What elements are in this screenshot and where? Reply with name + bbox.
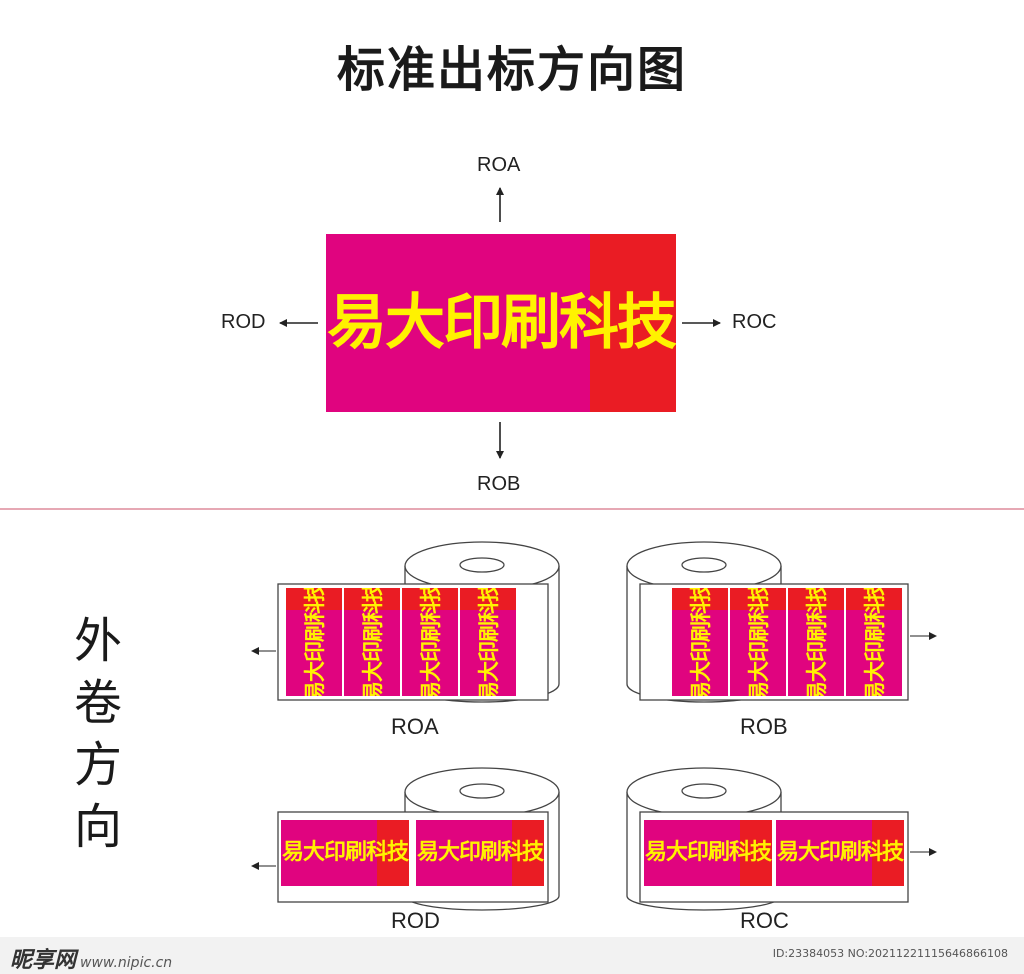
roll-rob-label: 易大印刷科技: [730, 588, 786, 696]
watermark-site: www.nipic.cn: [80, 955, 173, 971]
sample-label-text: 易大印刷科技: [327, 288, 676, 358]
side-title-char: 向: [73, 799, 122, 855]
watermark-id: ID:23384053 NO:20211221115646866108: [772, 947, 1008, 960]
direction-label-roc: ROC: [732, 311, 777, 333]
roll-caption-rob: ROB: [740, 714, 788, 739]
side-title-char: 外: [73, 613, 122, 669]
direction-label-rod: ROD: [221, 311, 266, 333]
section-divider: [0, 508, 1024, 510]
roll-rod-label: 易大印刷科技: [416, 820, 544, 886]
roll-roc-label: 易大印刷科技: [644, 820, 772, 886]
roll-rod-label: 易大印刷科技: [281, 820, 409, 886]
side-title-char: 卷: [73, 675, 122, 731]
roll-rob-label: 易大印刷科技: [846, 588, 902, 696]
side-title-char: 方: [73, 737, 122, 793]
direction-label-rob: ROB: [477, 473, 521, 495]
roll-roa-label: 易大印刷科技: [402, 588, 458, 696]
side-title: 外 卷 方 向: [68, 610, 128, 858]
watermark-bar: [0, 937, 1024, 974]
roll-rob-label: 易大印刷科技: [788, 588, 844, 696]
sample-label: 易大印刷科技: [326, 234, 676, 412]
roll-rob-label: 易大印刷科技: [672, 588, 728, 696]
direction-label-roa: ROA: [477, 154, 521, 176]
roll-roa-label: 易大印刷科技: [344, 588, 400, 696]
roll-roa-label: 易大印刷科技: [460, 588, 516, 696]
roll-caption-roc: ROC: [740, 908, 789, 933]
roll-roa-label: 易大印刷科技: [286, 588, 342, 696]
roll-roc-label: 易大印刷科技: [776, 820, 904, 886]
roll-caption-rod: ROD: [391, 908, 440, 933]
sample-label-red-band: [590, 234, 676, 412]
roll-caption-roa: ROA: [391, 714, 439, 739]
page-title: 标准出标方向图: [336, 42, 687, 98]
